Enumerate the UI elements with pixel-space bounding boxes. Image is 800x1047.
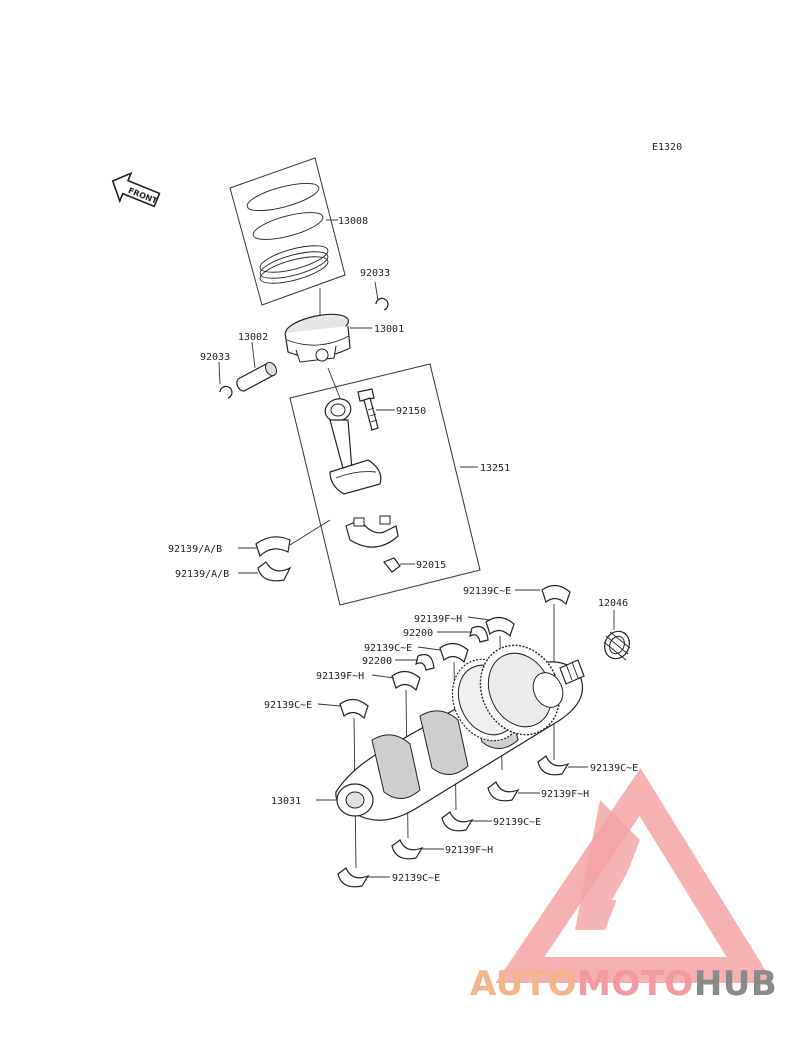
crankshaft <box>335 644 585 821</box>
label-main-c-e-5: 92139C~E <box>493 817 541 828</box>
main-bearing-upper-4 <box>391 670 421 692</box>
con-rod <box>324 398 382 495</box>
label-rod-bolt: 92150 <box>396 406 426 417</box>
needle-bearing <box>603 630 631 661</box>
label-main-f-h-3: 92139F~H <box>541 789 589 800</box>
rod-bolt <box>357 388 379 431</box>
label-main-c-e-1: 92139C~E <box>463 586 511 597</box>
label-pin: 13002 <box>238 332 268 343</box>
label-thrust-1: 92200 <box>403 628 433 639</box>
rod-bearing-upper <box>255 536 291 558</box>
main-bearing-lower-1 <box>537 755 570 776</box>
label-rod-bearing-upper: 92139/A/B <box>168 544 222 555</box>
label-circlip-top: 92033 <box>360 268 390 279</box>
label-crankshaft: 13031 <box>271 796 301 807</box>
label-piston: 13001 <box>374 324 404 335</box>
rod-cap <box>345 515 399 548</box>
watermark-logo <box>495 768 774 983</box>
main-bearing-upper-5 <box>339 698 369 720</box>
watermark-moto: MOTO <box>576 964 694 1004</box>
watermark-wordmark: AUTOMOTOHUB <box>470 964 777 1004</box>
thrust-washer-2 <box>415 653 435 671</box>
diagram-code: E1320 <box>652 142 682 153</box>
main-bearing-lower-4 <box>391 839 424 860</box>
main-bearing-upper-2 <box>485 616 515 638</box>
label-main-c-e-6: 92139C~E <box>392 873 440 884</box>
label-main-c-e-2: 92139C~E <box>364 643 412 654</box>
label-circlip-left: 92033 <box>200 352 230 363</box>
main-bearing-upper-1 <box>541 584 571 606</box>
con-rod-box <box>289 363 481 606</box>
ring-set <box>229 157 346 306</box>
main-bearing-lower-5 <box>337 867 370 888</box>
label-main-c-e-3: 92139C~E <box>264 700 312 711</box>
watermark-hub: HUB <box>693 964 778 1004</box>
label-rod-bearing-lower: 92139/A/B <box>175 569 229 580</box>
label-main-f-h-1: 92139F~H <box>414 614 462 625</box>
label-main-f-h-2: 92139F~H <box>316 671 364 682</box>
label-rod-nut: 92015 <box>416 560 446 571</box>
circlip-right <box>375 297 389 311</box>
front-arrow: FRONT <box>111 171 161 208</box>
thrust-washer-1 <box>469 625 489 643</box>
main-bearing-upper-3 <box>439 642 469 664</box>
label-needle-bearing: 12046 <box>598 598 628 609</box>
piston-pin <box>236 361 278 392</box>
rod-nut <box>383 557 401 573</box>
piston <box>284 313 351 363</box>
label-main-f-h-4: 92139F~H <box>445 845 493 856</box>
circlip-left <box>219 385 233 399</box>
label-main-c-e-4: 92139C~E <box>590 763 638 774</box>
label-con-rod: 13251 <box>480 463 510 474</box>
label-thrust-2: 92200 <box>362 656 392 667</box>
main-bearing-lower-2 <box>487 781 520 802</box>
watermark-auto: AUTO <box>470 964 577 1004</box>
label-ring-set: 13008 <box>338 216 368 227</box>
rod-bearing-lower <box>257 561 292 582</box>
main-bearing-lower-3 <box>441 811 474 832</box>
